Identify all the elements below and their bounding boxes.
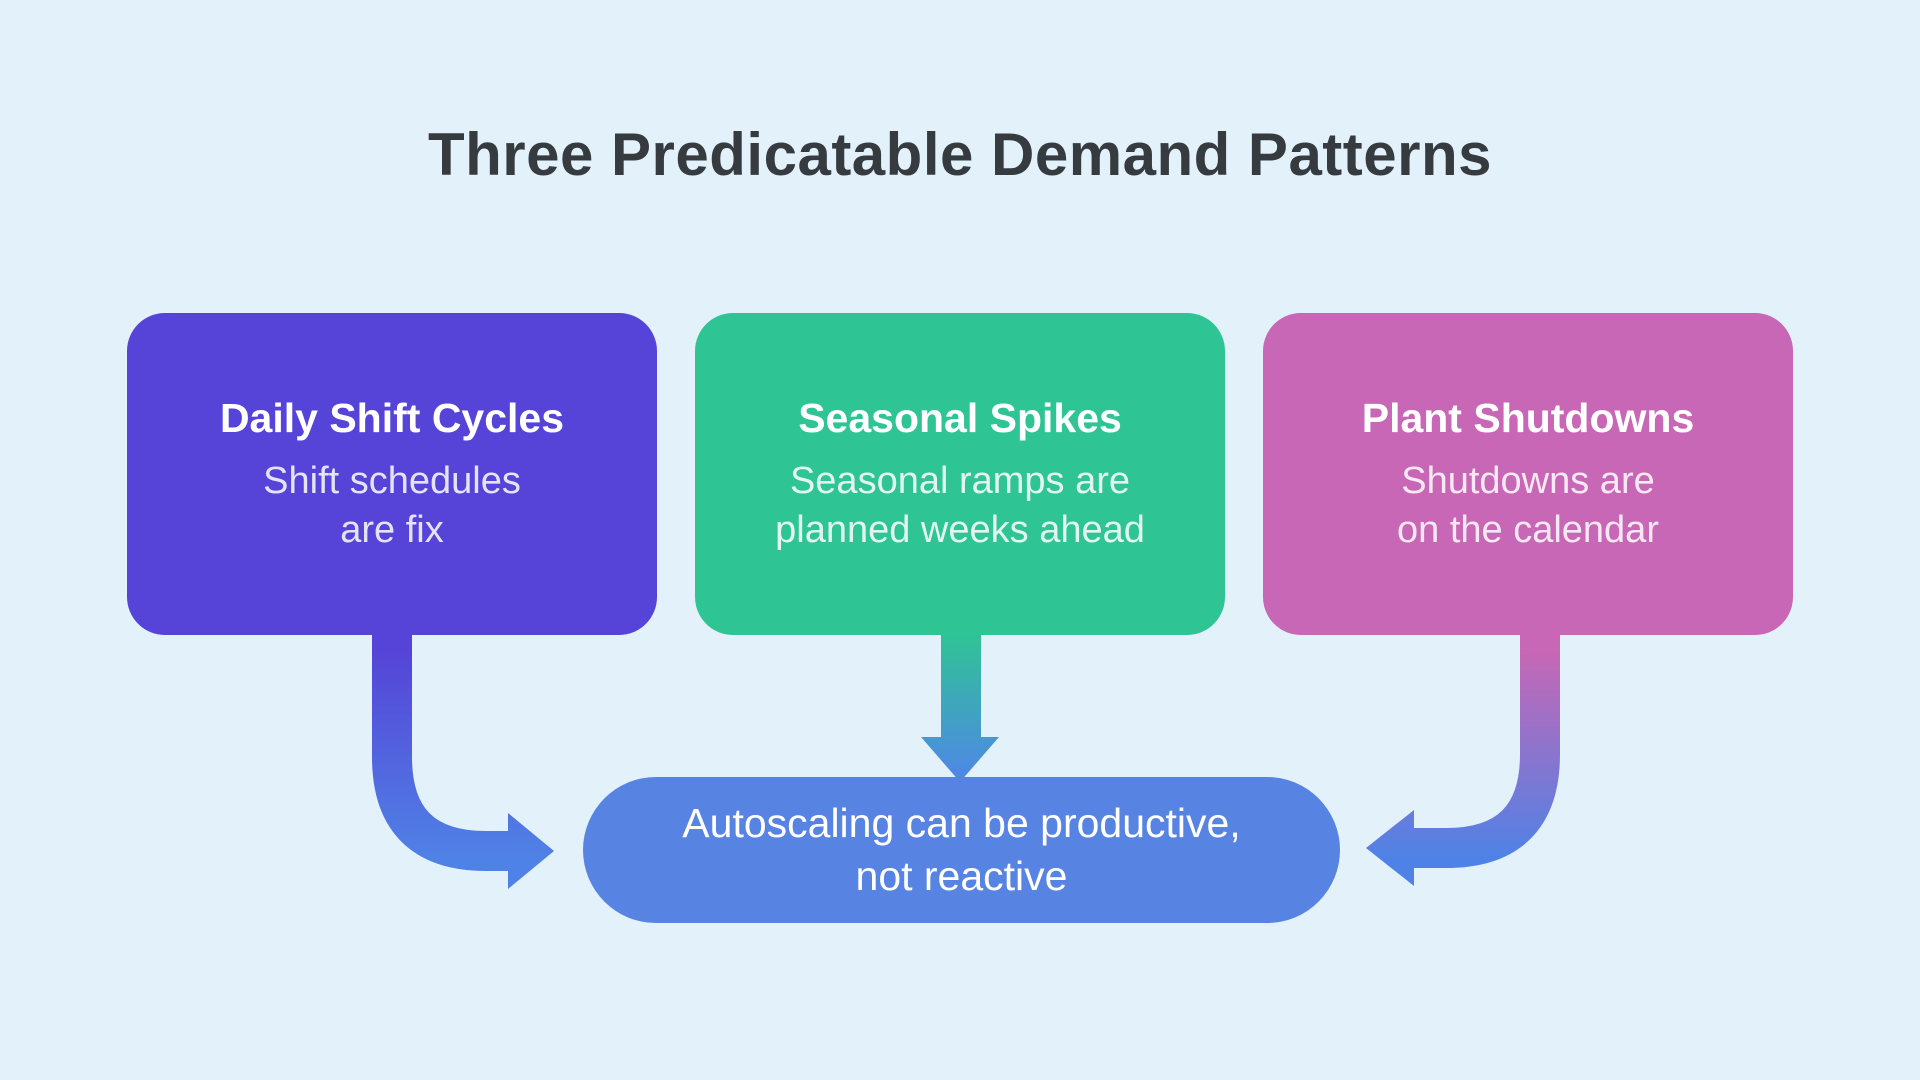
conclusion-pill: Autoscaling can be productive, not react… bbox=[583, 777, 1340, 923]
arrowhead-right-icon bbox=[508, 813, 554, 889]
card-title: Daily Shift Cycles bbox=[219, 394, 565, 441]
arrowhead-left-icon bbox=[1366, 810, 1414, 886]
pattern-card-daily-shift-cycles: Daily Shift Cycles Shift schedules are f… bbox=[127, 313, 657, 635]
card-title: Plant Shutdowns bbox=[1361, 394, 1695, 441]
card-subtitle: Shift schedules are fix bbox=[263, 459, 521, 551]
page-title: Three Predicatable Demand Patterns bbox=[427, 121, 1493, 188]
card-subtitle: Shutdowns are on the calendar bbox=[1397, 459, 1659, 551]
conclusion-text: Autoscaling can be productive, not react… bbox=[682, 799, 1241, 899]
pattern-card-seasonal-spikes: Seasonal Spikes Seasonal ramps are plann… bbox=[695, 313, 1225, 635]
arrow-shutdowns-to-conclusion bbox=[1366, 630, 1560, 886]
arrow-seasonal-to-conclusion bbox=[921, 630, 999, 782]
card-title: Seasonal Spikes bbox=[798, 394, 1122, 441]
arrow-stem-and-head bbox=[921, 630, 999, 782]
arrow-curve bbox=[372, 630, 509, 871]
pattern-card-plant-shutdowns: Plant Shutdowns Shutdowns are on the cal… bbox=[1263, 313, 1793, 635]
card-subtitle: Seasonal ramps are planned weeks ahead bbox=[775, 459, 1145, 551]
arrow-daily-to-conclusion bbox=[372, 630, 554, 889]
arrow-curve bbox=[1413, 630, 1560, 868]
